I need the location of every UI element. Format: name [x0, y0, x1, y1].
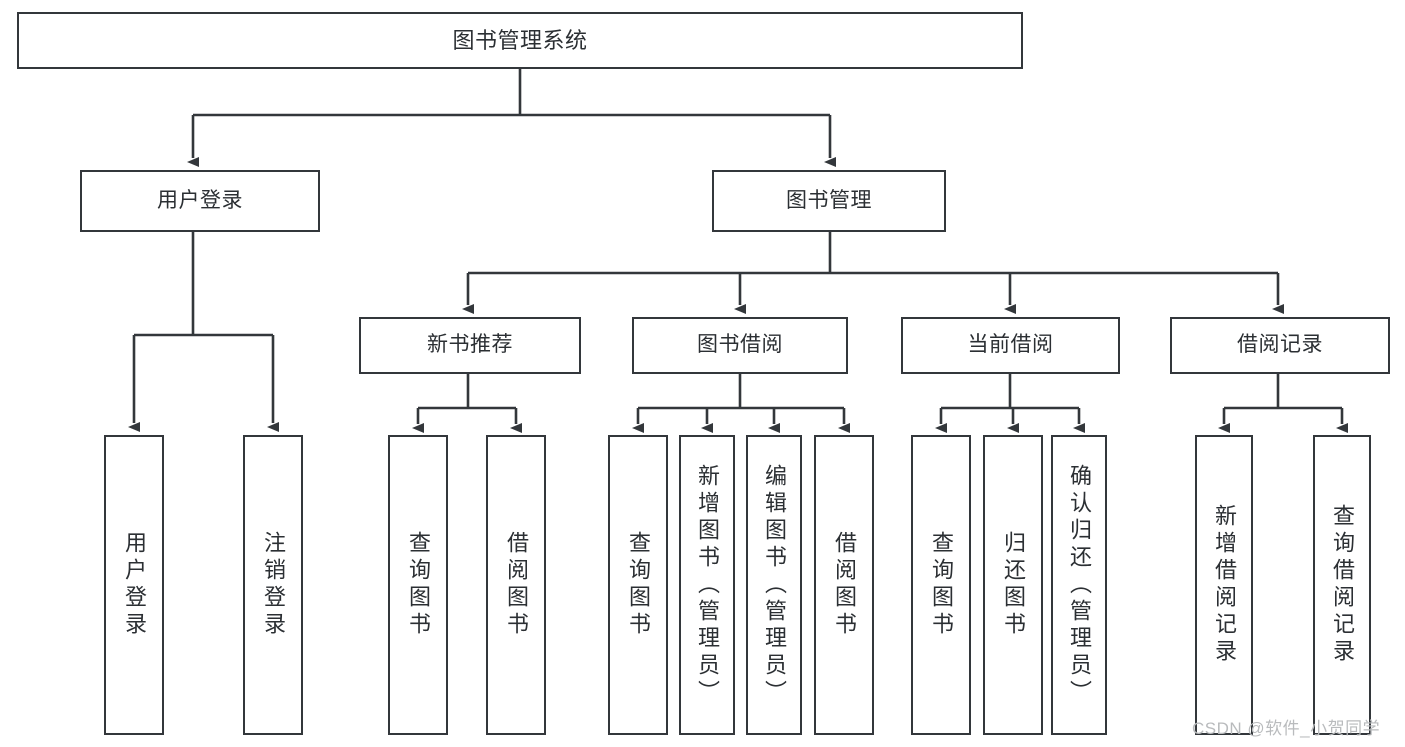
node-leaf-borrow-book-2[interactable]: 借阅图书	[814, 435, 874, 735]
node-leaf-query-book-2-label: 查询图书	[626, 531, 651, 639]
node-leaf-query-record[interactable]: 查询借阅记录	[1313, 435, 1371, 735]
node-book-borrow-label: 图书借阅	[697, 333, 783, 357]
node-borrow-record[interactable]: 借阅记录	[1170, 317, 1390, 374]
node-leaf-borrow-book-1[interactable]: 借阅图书	[486, 435, 546, 735]
csdn-watermark: CSDN @软件_小贺同学	[1192, 719, 1381, 738]
node-leaf-user-login[interactable]: 用户登录	[104, 435, 164, 735]
node-leaf-query-book-3[interactable]: 查询图书	[911, 435, 971, 735]
node-leaf-logout-login-label: 注销登录	[261, 531, 286, 639]
node-root[interactable]: 图书管理系统	[17, 12, 1023, 69]
node-leaf-edit-book-label: 编辑图书（管理员）	[762, 463, 787, 707]
node-leaf-query-book-3-label: 查询图书	[929, 531, 954, 639]
node-book-manage-label: 图书管理	[786, 188, 872, 212]
node-leaf-query-book-1-label: 查询图书	[406, 531, 431, 639]
node-user-login-label: 用户登录	[157, 188, 243, 212]
node-leaf-edit-book[interactable]: 编辑图书（管理员）	[746, 435, 802, 735]
node-leaf-return-book-label: 归还图书	[1001, 531, 1026, 639]
node-leaf-borrow-book-2-label: 借阅图书	[832, 531, 857, 639]
node-new-book-recommend-label: 新书推荐	[427, 333, 513, 357]
node-leaf-user-login-label: 用户登录	[122, 531, 147, 639]
node-user-login[interactable]: 用户登录	[80, 170, 320, 232]
node-borrow-record-label: 借阅记录	[1237, 333, 1323, 357]
node-leaf-add-book-label: 新增图书（管理员）	[695, 463, 720, 707]
node-new-book-recommend[interactable]: 新书推荐	[359, 317, 581, 374]
node-root-label: 图书管理系统	[452, 27, 588, 53]
node-leaf-borrow-book-1-label: 借阅图书	[504, 531, 529, 639]
node-leaf-return-book[interactable]: 归还图书	[983, 435, 1043, 735]
node-leaf-add-record[interactable]: 新增借阅记录	[1195, 435, 1253, 735]
node-leaf-query-record-label: 查询借阅记录	[1330, 504, 1355, 666]
node-book-borrow[interactable]: 图书借阅	[632, 317, 848, 374]
node-leaf-add-record-label: 新增借阅记录	[1212, 504, 1237, 666]
node-leaf-query-book-1[interactable]: 查询图书	[388, 435, 448, 735]
node-book-manage[interactable]: 图书管理	[712, 170, 946, 232]
node-current-borrow-label: 当前借阅	[967, 333, 1054, 357]
node-leaf-query-book-2[interactable]: 查询图书	[608, 435, 668, 735]
node-leaf-confirm-return-label: 确认归还（管理员）	[1067, 463, 1092, 707]
node-leaf-confirm-return[interactable]: 确认归还（管理员）	[1051, 435, 1107, 735]
node-current-borrow[interactable]: 当前借阅	[901, 317, 1120, 374]
node-leaf-logout-login[interactable]: 注销登录	[243, 435, 303, 735]
node-leaf-add-book[interactable]: 新增图书（管理员）	[679, 435, 735, 735]
